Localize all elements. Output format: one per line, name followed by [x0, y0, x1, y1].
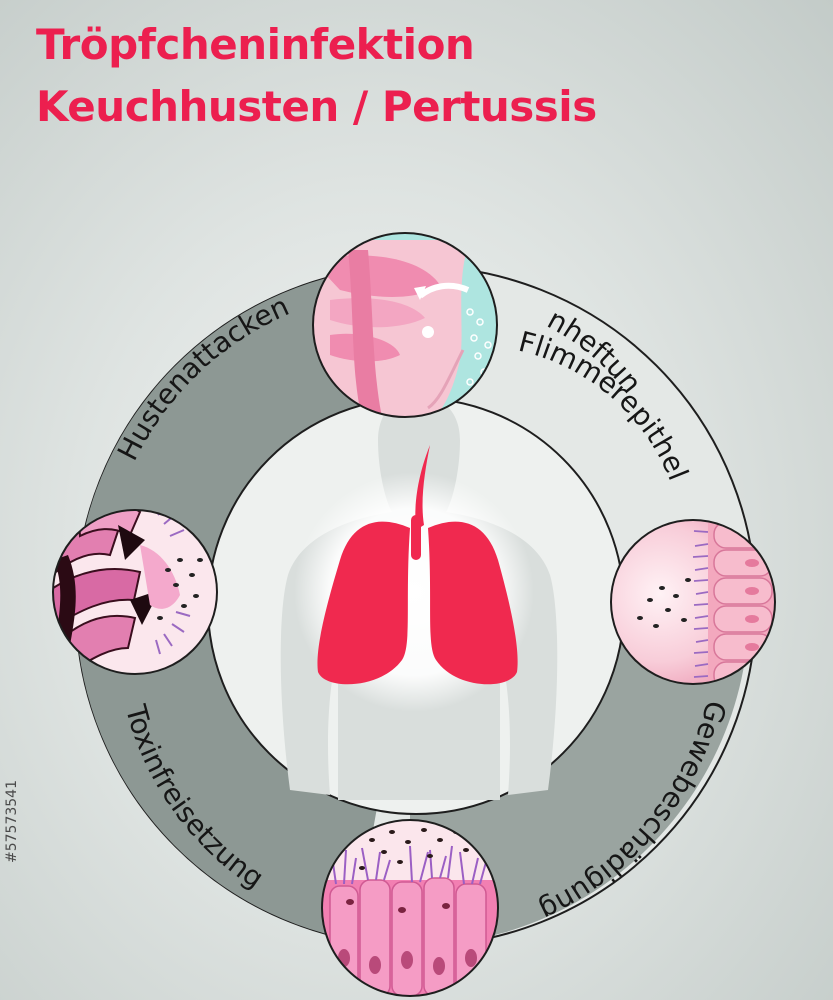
stock-id-watermark: #57573541 — [4, 780, 20, 863]
title-line-2: Keuchhusten / Pertussis — [36, 82, 597, 131]
title-line-1: Tröpfcheninfektion — [36, 20, 475, 69]
damaged-tissue-icon — [321, 819, 499, 997]
nose-droplet-icon — [312, 232, 498, 418]
lungs-icon — [294, 445, 534, 712]
